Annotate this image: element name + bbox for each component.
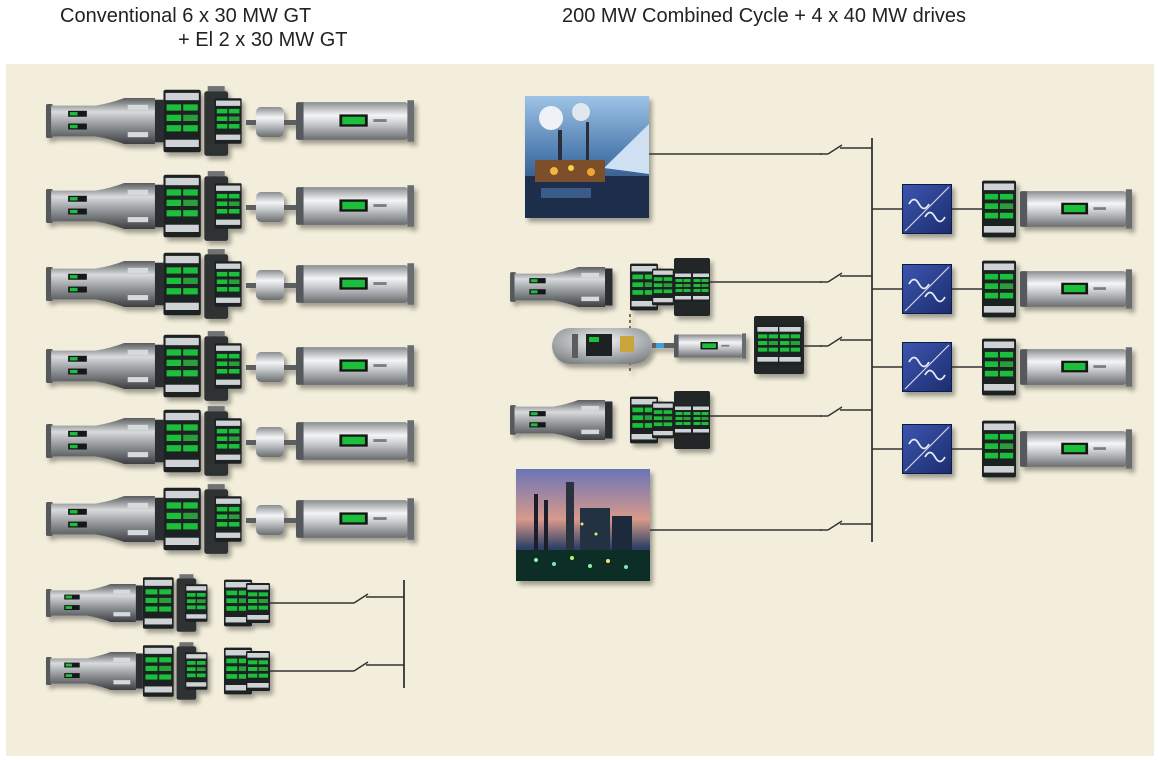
switch-icon	[346, 593, 372, 604]
conventional-gt-group	[46, 86, 414, 554]
converter-drive-2	[872, 260, 1132, 318]
gas-turbine-set-4	[46, 331, 414, 401]
diagram-panel	[6, 64, 1154, 756]
switch-icon	[820, 144, 846, 155]
title-electric-gt: + El 2 x 30 MW GT	[178, 29, 348, 51]
electric-gt-set-2	[46, 642, 207, 700]
switch-icon	[820, 406, 846, 417]
generator-set-2	[510, 391, 710, 449]
switch-icon	[820, 336, 846, 347]
gas-turbine-set-2	[46, 171, 414, 241]
converter-drive-1	[872, 180, 1132, 238]
converter-drive-4	[872, 420, 1132, 478]
converter-icon	[902, 264, 952, 314]
converter-icon	[902, 342, 952, 392]
steam-turbine-set	[552, 314, 804, 374]
generator-set-1	[510, 258, 710, 316]
converter-icon	[902, 184, 952, 234]
gas-turbine-set-3	[46, 249, 414, 319]
electric-gt-set-1	[46, 574, 207, 632]
title-conventional: Conventional 6 x 30 MW GT	[60, 5, 312, 27]
switch-icon	[820, 520, 846, 531]
switch-icon	[346, 661, 372, 672]
electric-gt-group	[46, 574, 405, 700]
converter-drives	[872, 180, 1132, 478]
converter-icon	[902, 424, 952, 474]
converter-drive-3	[872, 338, 1132, 396]
switch-icon	[820, 272, 846, 283]
gas-turbine-set-1	[46, 86, 414, 156]
offshore-platform-photo	[525, 96, 649, 218]
gas-turbine-set-5	[46, 406, 414, 476]
refinery-photo	[516, 469, 650, 581]
system-diagram	[6, 64, 1132, 756]
title-combined-cycle: 200 MW Combined Cycle + 4 x 40 MW drives	[562, 5, 967, 27]
gas-turbine-set-6	[46, 484, 414, 554]
